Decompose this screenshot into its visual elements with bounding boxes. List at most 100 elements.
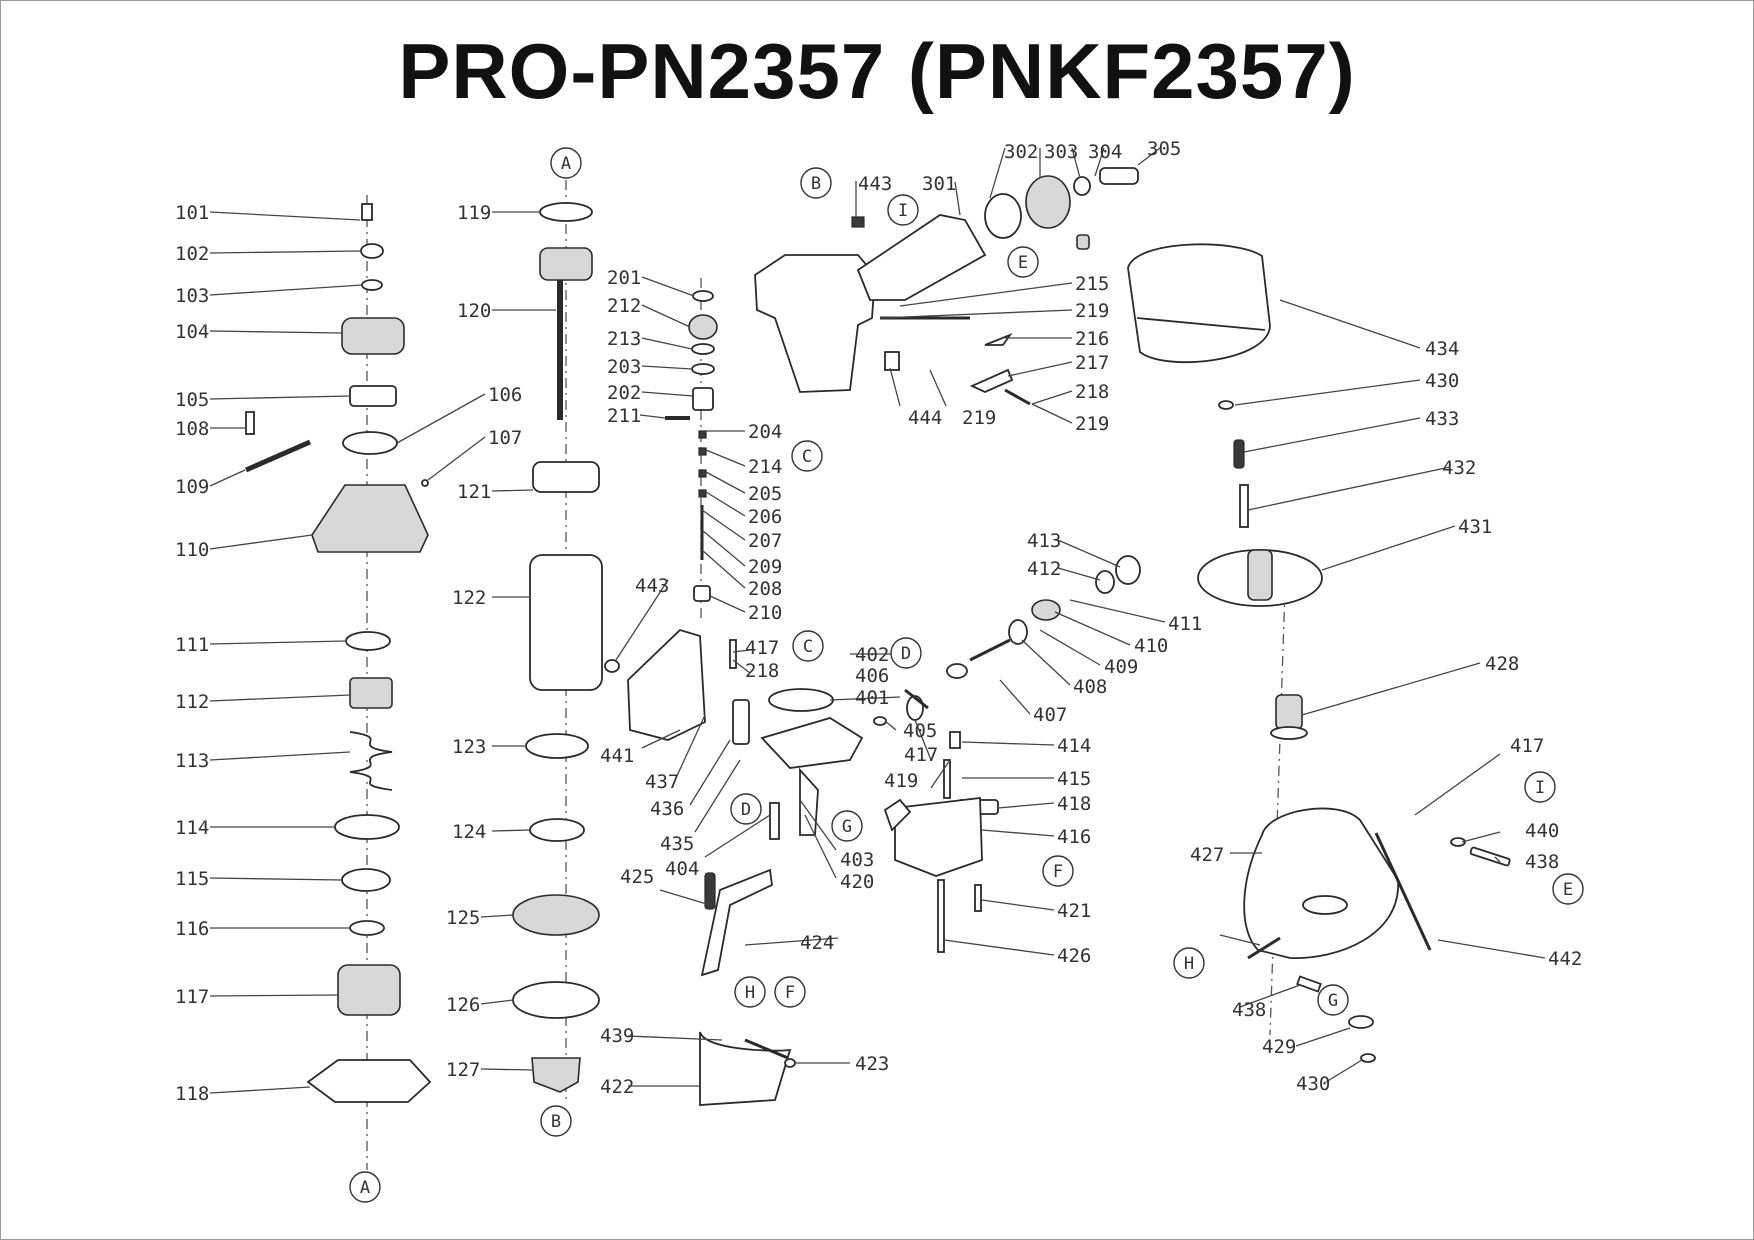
part-label-107: 107 <box>488 427 522 449</box>
part-label-127: 127 <box>446 1059 480 1081</box>
part-label-302: 302 <box>1004 141 1038 163</box>
part-label-436: 436 <box>650 798 684 820</box>
part-label-441: 441 <box>600 745 634 767</box>
part-label-103: 103 <box>175 285 209 307</box>
part-label-212: 212 <box>607 295 641 317</box>
callout-g-b: G <box>1317 984 1349 1016</box>
part-label-443-top: 443 <box>858 173 892 195</box>
part-label-305: 305 <box>1147 138 1181 160</box>
part-label-210: 210 <box>748 602 782 624</box>
part-label-206: 206 <box>748 506 782 528</box>
callout-i-a: I <box>887 194 919 226</box>
callout-h-a: H <box>734 976 766 1008</box>
part-label-112: 112 <box>175 691 209 713</box>
part-label-116: 116 <box>175 918 209 940</box>
part-label-216: 216 <box>1075 328 1109 350</box>
part-label-434: 434 <box>1425 338 1459 360</box>
svg-text:D: D <box>741 800 751 820</box>
part-shapes-head-housing <box>754 167 1139 406</box>
part-label-442: 442 <box>1548 948 1582 970</box>
part-label-440: 440 <box>1525 820 1559 842</box>
part-label-209: 209 <box>748 556 782 578</box>
callout-b-top: B <box>800 167 832 199</box>
part-label-409: 409 <box>1104 656 1138 678</box>
part-label-105: 105 <box>175 389 209 411</box>
part-label-125: 125 <box>446 907 480 929</box>
part-label-402: 402 <box>855 644 889 666</box>
part-label-111: 111 <box>175 634 209 656</box>
callout-c-mid: C <box>792 630 824 662</box>
part-label-106: 106 <box>488 384 522 406</box>
part-label-406: 406 <box>855 665 889 687</box>
part-label-408: 408 <box>1073 676 1107 698</box>
svg-text:G: G <box>842 817 852 837</box>
part-label-417-left: 417 <box>745 637 779 659</box>
callout-e-b: E <box>1552 873 1584 905</box>
part-label-443-mid: 443 <box>635 575 669 597</box>
part-label-124: 124 <box>452 821 486 843</box>
part-label-122: 122 <box>452 587 486 609</box>
callout-h-b: H <box>1173 947 1205 979</box>
part-label-425: 425 <box>620 866 654 888</box>
part-label-416: 416 <box>1057 826 1091 848</box>
part-label-413: 413 <box>1027 530 1061 552</box>
callout-a-bottom: A <box>349 1171 381 1203</box>
part-label-101: 101 <box>175 202 209 224</box>
part-label-218-b: 218 <box>745 660 779 682</box>
part-label-118: 118 <box>175 1083 209 1105</box>
part-label-204: 204 <box>748 421 782 443</box>
part-label-114: 114 <box>175 817 209 839</box>
part-label-421: 421 <box>1057 900 1091 922</box>
part-label-217: 217 <box>1075 352 1109 374</box>
part-label-219-b: 219 <box>1075 413 1109 435</box>
part-label-419: 419 <box>884 770 918 792</box>
part-label-123: 123 <box>452 736 486 758</box>
part-label-213: 213 <box>607 328 641 350</box>
part-label-405: 405 <box>903 720 937 742</box>
svg-text:D: D <box>901 644 911 664</box>
svg-text:I: I <box>1535 778 1545 798</box>
part-number-labels: 101 102 103 104 105 106 107 108 109 110 … <box>175 138 1582 1105</box>
part-label-110: 110 <box>175 539 209 561</box>
part-label-214: 214 <box>748 456 782 478</box>
part-label-126: 126 <box>446 994 480 1016</box>
svg-text:C: C <box>802 447 812 467</box>
callout-d-a: D <box>890 637 922 669</box>
part-label-424: 424 <box>800 932 834 954</box>
part-label-202: 202 <box>607 382 641 404</box>
part-label-215: 215 <box>1075 273 1109 295</box>
part-label-117: 117 <box>175 986 209 1008</box>
part-label-102: 102 <box>175 243 209 265</box>
part-label-427: 427 <box>1190 844 1224 866</box>
part-label-219-c: 219 <box>962 407 996 429</box>
callout-g-a: G <box>831 810 863 842</box>
part-label-433: 433 <box>1425 408 1459 430</box>
part-label-444: 444 <box>908 407 942 429</box>
part-label-203: 203 <box>607 356 641 378</box>
callout-e-a: E <box>1007 246 1039 278</box>
svg-text:A: A <box>360 1178 370 1198</box>
part-label-417-mid: 417 <box>904 744 938 766</box>
part-shapes-left-column <box>244 203 432 1103</box>
part-label-211: 211 <box>607 405 641 427</box>
svg-text:H: H <box>1184 954 1194 974</box>
part-shapes-cylinder-column <box>512 202 603 1093</box>
part-label-205: 205 <box>748 483 782 505</box>
part-label-438-right: 438 <box>1525 851 1559 873</box>
part-label-121: 121 <box>457 481 491 503</box>
callout-f-a: F <box>1042 855 1074 887</box>
part-label-304: 304 <box>1088 141 1122 163</box>
part-label-418: 418 <box>1057 793 1091 815</box>
part-label-218-a: 218 <box>1075 381 1109 403</box>
part-label-422: 422 <box>600 1076 634 1098</box>
part-label-104: 104 <box>175 321 209 343</box>
callout-d-b: D <box>730 793 762 825</box>
svg-text:B: B <box>551 1112 561 1132</box>
part-label-404: 404 <box>665 858 699 880</box>
part-label-119: 119 <box>457 202 491 224</box>
svg-text:G: G <box>1328 991 1338 1011</box>
svg-text:C: C <box>803 637 813 657</box>
svg-text:A: A <box>561 154 571 174</box>
svg-text:H: H <box>745 983 755 1003</box>
